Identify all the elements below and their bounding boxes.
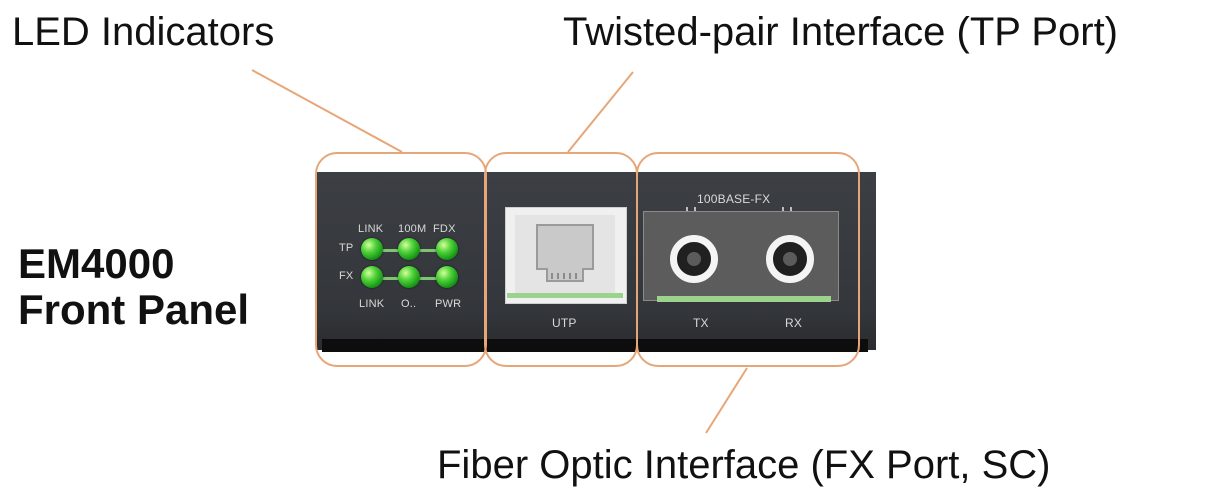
rx-label: RX — [785, 316, 803, 330]
led-bottom-label-o: O.. — [401, 298, 417, 310]
tp-100m-led — [398, 238, 420, 260]
led-bottom-label-link: LINK — [359, 298, 385, 310]
utp-socket-icon — [507, 224, 623, 298]
utp-region-outline — [484, 152, 638, 367]
fx-region-outline — [636, 152, 860, 367]
led-region-outline — [315, 152, 487, 367]
led-top-label-fdx: FDX — [433, 223, 456, 235]
sc-connector-base — [657, 296, 831, 302]
tp-leader-line — [567, 71, 634, 153]
pwr-led — [436, 266, 458, 288]
tx-port[interactable] — [670, 235, 718, 283]
led-row-label-fx: FX — [339, 270, 354, 282]
tx-label: TX — [693, 316, 709, 330]
fx-header-label: 100BASE-FX — [697, 192, 771, 206]
fx-link-led — [361, 266, 383, 288]
fx-o-led — [398, 266, 420, 288]
utp-label: UTP — [552, 316, 577, 330]
led-top-label-100m: 100M — [398, 223, 427, 235]
fx-interface-callout: Fiber Optic Interface (FX Port, SC) — [437, 443, 1051, 487]
led-top-label-link: LINK — [358, 223, 384, 235]
tp-link-led — [361, 238, 383, 260]
led-leader-line — [251, 69, 403, 153]
led-row-label-tp: TP — [339, 242, 354, 254]
panel-bottom-edge — [322, 339, 868, 352]
fx-leader-line — [705, 367, 748, 434]
rx-port[interactable] — [766, 235, 814, 283]
led-bottom-label-pwr: PWR — [435, 298, 462, 310]
tp-fdx-led — [436, 238, 458, 260]
led-indicators-callout: LED Indicators — [12, 10, 275, 54]
tp-interface-callout: Twisted-pair Interface (TP Port) — [563, 10, 1118, 54]
product-title-line2: Front Panel — [18, 286, 250, 333]
rx-port-core — [783, 252, 797, 266]
tx-port-core — [687, 252, 701, 266]
product-title-line1: EM4000 — [18, 240, 175, 287]
